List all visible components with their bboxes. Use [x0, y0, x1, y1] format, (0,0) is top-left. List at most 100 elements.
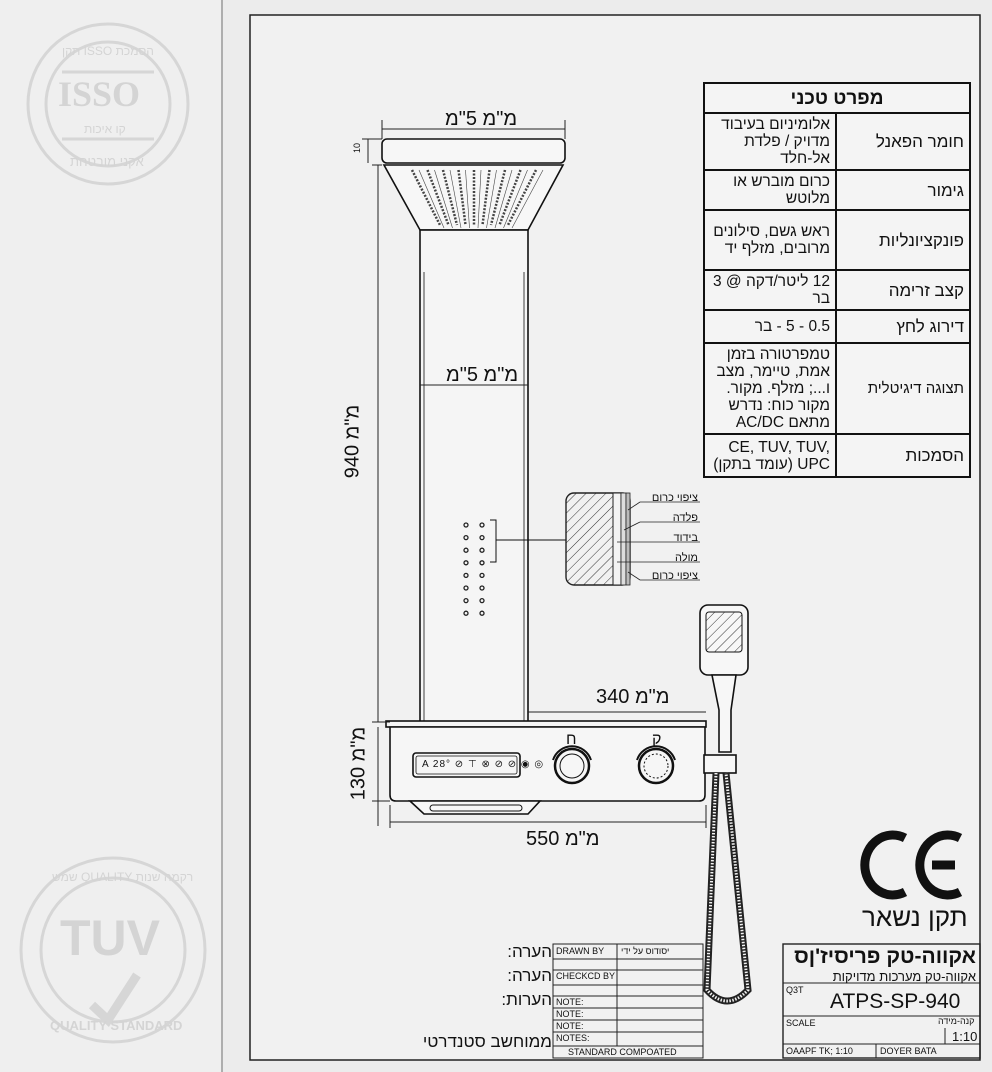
scale-hebrew-label: קנה-מידה	[938, 1016, 975, 1026]
body-jet	[479, 547, 485, 553]
section-detail	[565, 492, 700, 586]
drawn-by-label: DRAWN BY	[556, 946, 605, 956]
standard-label: STANDARD COMPOATED	[568, 1047, 677, 1057]
rain-nozzle-row	[457, 169, 467, 226]
body-jet	[463, 547, 469, 553]
note-row: NOTES:	[556, 1033, 590, 1043]
rain-head-rib	[486, 169, 497, 229]
isso-stamp-top: הסמכת ISSO תקן	[62, 44, 154, 58]
tuv-stamp-main: TUV	[60, 910, 160, 966]
spec-value: ראש גשם, סילונים מרובים, מזלף יד	[703, 209, 837, 271]
body-jet	[463, 534, 469, 541]
layer-label: מולה	[675, 552, 698, 564]
body-jet	[479, 560, 485, 566]
body-jet	[479, 534, 485, 541]
note-label: הערה:	[507, 966, 552, 985]
isso-stamp-bottom: אקני מובטחת	[70, 154, 144, 169]
spec-table: מפרט טכני אלומיניום בעיבוד מדויק / פלדת …	[703, 82, 971, 478]
spec-row: CE, TUV, TUV, UPC (עומד בתקן)הסמכות	[703, 433, 971, 478]
footer-right: DOYER BATA	[880, 1046, 937, 1056]
dim-column-width: מ"מ 5"מ	[446, 364, 519, 386]
scale-label: SCALE	[786, 1018, 816, 1028]
rain-nozzle-row	[426, 169, 450, 226]
layer-label: ציפוי כרום	[651, 492, 698, 504]
body-jet	[479, 597, 485, 604]
rain-nozzle-row	[481, 169, 491, 226]
body-jet	[479, 572, 485, 579]
rain-head-rib	[418, 169, 445, 229]
certification-caption: תקן נשאר	[862, 902, 968, 932]
spec-value: 12 ליטר/דקה @ 3 בר	[703, 269, 837, 311]
spec-label: גימור	[835, 169, 971, 211]
layer-label: פלדה	[672, 512, 698, 524]
dim-shelf-width: 340 מ"מ	[596, 686, 670, 708]
shelf	[385, 720, 707, 728]
isso-stamp-main: ISSO	[58, 74, 141, 114]
waterfall-spout	[407, 800, 542, 815]
rain-nozzle-row	[489, 169, 507, 226]
tuv-stamp-top: רקמה שנות QUALITY שמש	[52, 870, 194, 884]
spec-table-title: מפרט טכני	[703, 82, 971, 114]
dim-base-height: 130 מ"מ	[347, 726, 370, 801]
title-block-grid	[552, 943, 981, 1059]
rain-head-top	[381, 138, 566, 164]
body-jet	[479, 522, 485, 528]
spec-value: CE, TUV, TUV, UPC (עומד בתקן)	[703, 433, 837, 478]
note-label: הערות:	[501, 990, 552, 1009]
hot-knob[interactable]	[553, 747, 591, 785]
body-jet	[463, 597, 469, 604]
rain-head-rib	[511, 169, 544, 229]
isso-stamp	[26, 22, 190, 186]
scale-value: 1:10	[952, 1029, 978, 1044]
company-name: אקווה-טק פריסיז'ןס	[794, 945, 976, 968]
body-jet	[463, 522, 469, 528]
body-jet	[463, 572, 469, 579]
dim-base-width: 550 מ"מ	[526, 828, 600, 850]
shower-panel	[381, 138, 752, 1005]
ce-mark	[860, 830, 963, 900]
cold-knob[interactable]	[637, 747, 675, 785]
note-row: NOTE:	[556, 1021, 584, 1031]
rain-head-rib	[449, 169, 462, 229]
dim-head-width: מ"מ 5"מ	[445, 108, 518, 130]
hose-holder	[703, 754, 737, 774]
rain-head-rib	[477, 169, 482, 229]
notes-footer: ממוחשב סטנדרטי	[422, 1032, 552, 1051]
panel-column	[419, 229, 529, 723]
body-jet	[463, 610, 469, 616]
rain-head-rib	[465, 169, 470, 229]
body-jet	[479, 585, 485, 591]
layer-label: בידוד	[673, 532, 699, 544]
control-box	[389, 726, 706, 802]
cold-knob-label: ק	[652, 731, 662, 748]
rain-head-rib	[503, 169, 528, 229]
dim-head-thickness: 10	[352, 142, 363, 154]
spec-value: אלומיניום בעיבוד מדויק / פלדת אל-חלד	[703, 112, 837, 171]
checked-by-label: CHECKCD BY	[556, 971, 616, 981]
spec-label: פונקציונליות	[835, 209, 971, 271]
hand-shower-handle	[711, 674, 737, 753]
spec-label: תצוגה דיגיטלית	[835, 342, 971, 435]
isso-stamp-mid: קו איכות	[84, 122, 126, 136]
company-subtitle: אקווה-טק מערכות מדויקות	[832, 969, 976, 984]
body-jets	[463, 522, 485, 616]
note-row: NOTE:	[556, 1009, 584, 1019]
rain-head-rib	[434, 169, 453, 229]
rain-head-rib	[494, 169, 513, 229]
body-jet	[463, 560, 469, 566]
rain-nozzle-row	[441, 169, 459, 226]
spec-value: כרום מוברש או מלוטש	[703, 169, 837, 211]
note-row: NOTE:	[556, 997, 584, 1007]
footer-left: OAAPF TK; 1:10	[786, 1046, 853, 1056]
digital-display	[412, 752, 521, 778]
dim-height: 940 מ"מ	[341, 404, 364, 479]
note-label: הערה:	[507, 942, 552, 961]
display-readout: A 28° ⊘ ⊤ ⊗ ⊘ ⊘ ◉ ◎	[422, 759, 545, 770]
spec-row: טמפרטורה בזמן אמת, טיימר, מצב ו...; מזלף…	[703, 342, 971, 435]
tuv-stamp-bottom: QUALITY STANDARD	[50, 1018, 183, 1033]
drawn-by-value: יסודוס על ידי	[621, 946, 670, 956]
